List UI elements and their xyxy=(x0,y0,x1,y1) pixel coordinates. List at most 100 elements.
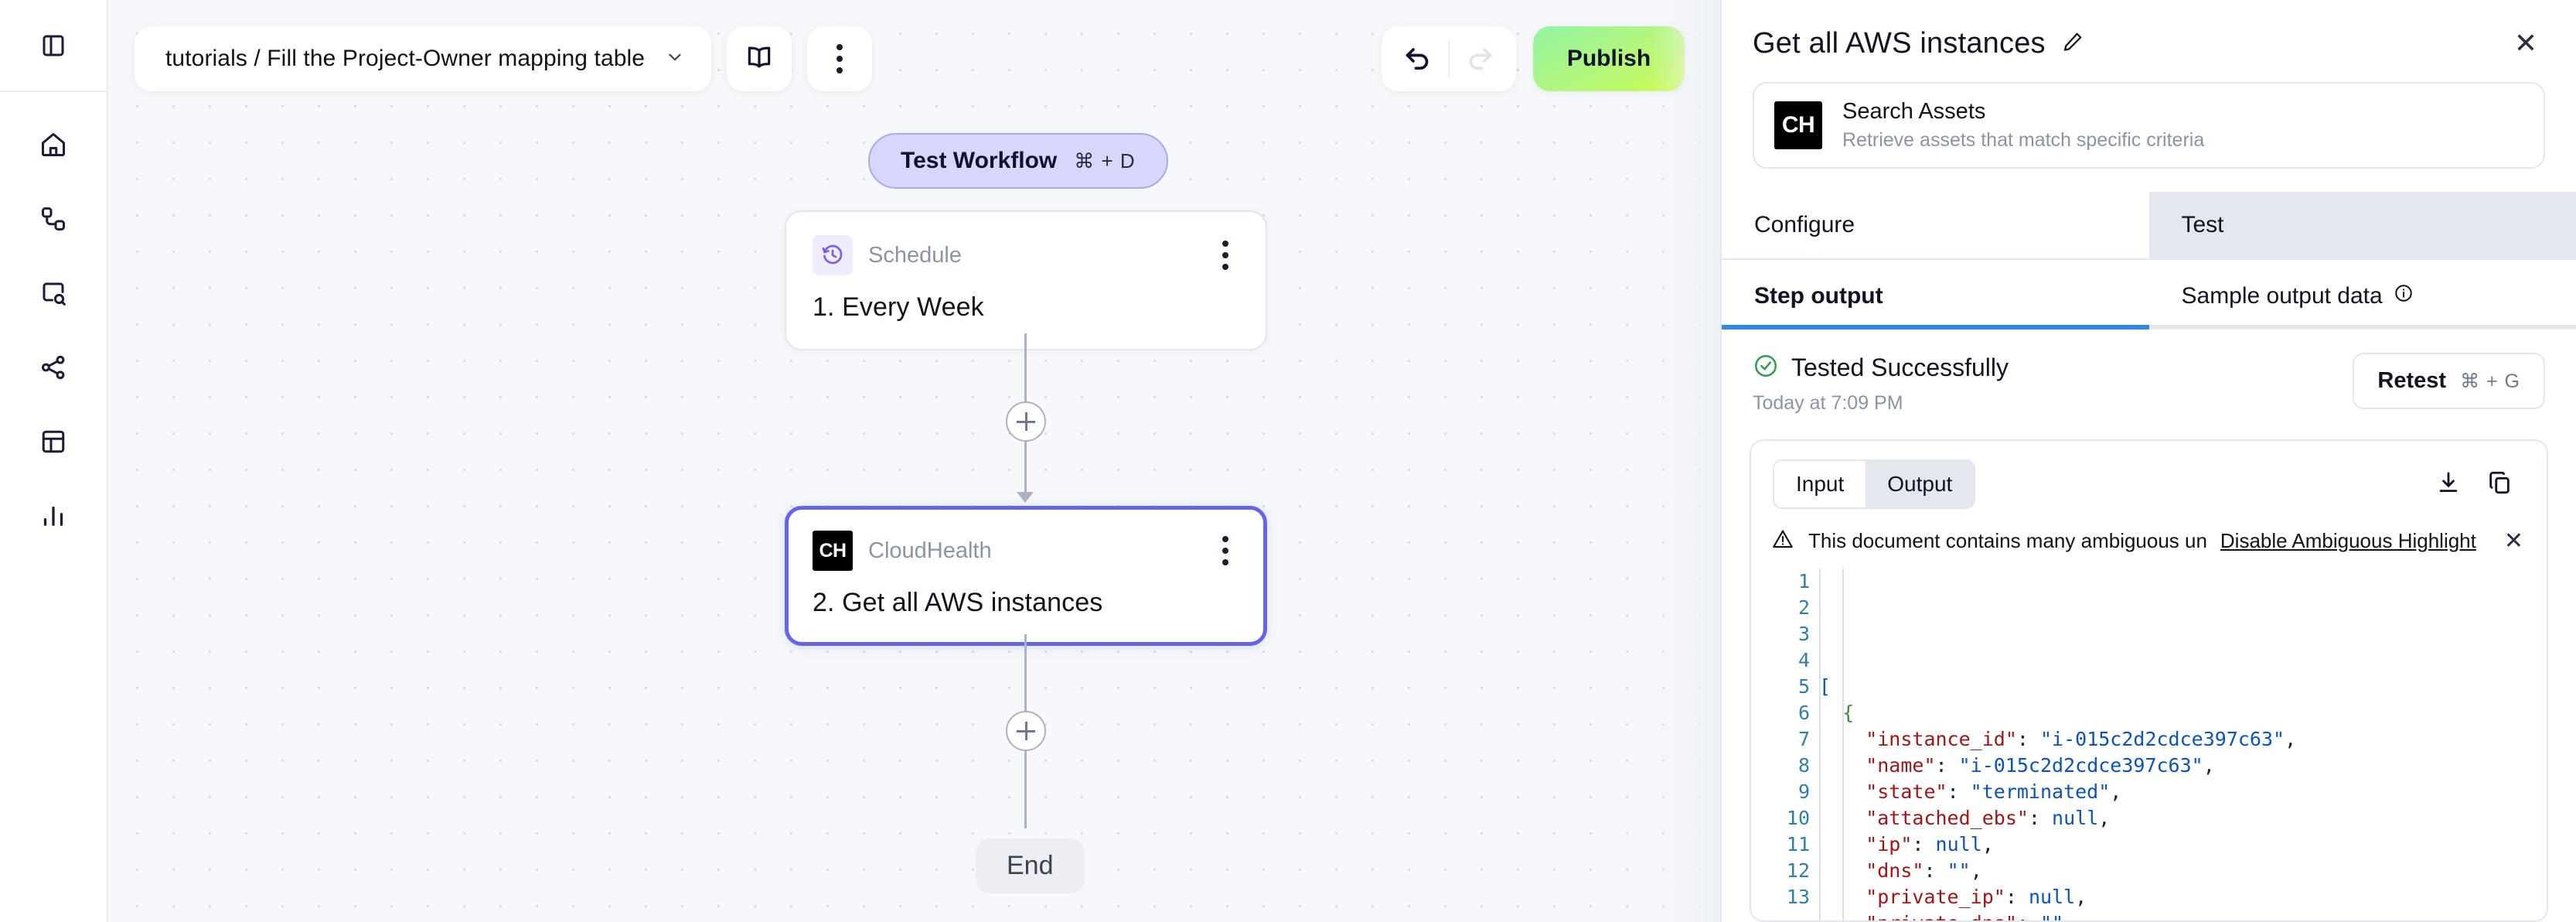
test-status-row: Tested Successfully Today at 7:09 PM Ret… xyxy=(1722,330,2576,415)
sidebar-toggle-button[interactable] xyxy=(24,22,83,69)
toggle-input[interactable]: Input xyxy=(1774,461,1866,507)
close-icon[interactable]: ✕ xyxy=(2513,27,2537,59)
redo-button[interactable] xyxy=(1450,26,1511,91)
publish-button[interactable]: Publish xyxy=(1533,26,1685,91)
line-number: 11 xyxy=(1786,833,1810,855)
download-icon[interactable] xyxy=(2423,465,2474,504)
node-kind-label: CloudHealth xyxy=(868,538,992,563)
end-node: End xyxy=(976,838,1085,893)
input-output-toggle: Input Output xyxy=(1773,459,1976,509)
indent-guide xyxy=(1842,569,1845,920)
table-icon xyxy=(39,428,67,456)
panel-icon xyxy=(39,32,67,60)
workflow-canvas[interactable]: tutorials / Fill the Project-Owner mappi… xyxy=(108,0,1720,922)
sidebar-item-home[interactable] xyxy=(24,121,83,168)
sidebar-item-tables[interactable] xyxy=(24,418,83,465)
node-kind-label: Schedule xyxy=(868,242,962,268)
line-number: 2 xyxy=(1797,596,1810,619)
line-number: 4 xyxy=(1797,649,1810,671)
page-title: Get all AWS instances xyxy=(1753,26,2046,60)
panel-header: Get all AWS instances ✕ xyxy=(1722,0,2576,79)
close-icon[interactable]: ✕ xyxy=(2503,528,2523,554)
pencil-icon[interactable] xyxy=(2061,30,2084,57)
rail-items xyxy=(24,92,83,539)
left-rail xyxy=(0,0,108,922)
retest-label: Retest xyxy=(2377,368,2447,393)
breadcrumb-selector[interactable]: tutorials / Fill the Project-Owner mappi… xyxy=(135,26,712,91)
ambiguous-unicode-warning: This document contains many ambiguous un… xyxy=(1751,523,2547,565)
docs-button[interactable] xyxy=(727,26,792,91)
warning-text: This document contains many ambiguous un… xyxy=(1808,529,2206,552)
step-details-panel: Get all AWS instances ✕ CH Search Assets… xyxy=(1720,0,2576,922)
subtab-step-output[interactable]: Step output xyxy=(1722,260,2149,325)
cloudhealth-logo: CH xyxy=(813,531,853,571)
test-workflow-label: Test Workflow xyxy=(901,148,1058,173)
share-icon xyxy=(39,353,67,381)
json-code-content[interactable]: [{"instance_id": "i-015c2d2cdce397c63","… xyxy=(1819,565,2547,920)
line-number: 1 xyxy=(1797,570,1810,592)
code-line: "name": "i-015c2d2cdce397c63", xyxy=(1866,754,2215,777)
test-workflow-button[interactable]: Test Workflow ⌘ + D xyxy=(868,133,1168,189)
status-badge: Tested Successfully xyxy=(1791,353,2009,381)
line-number: 13 xyxy=(1786,886,1810,908)
undo-icon xyxy=(1402,42,1433,77)
tab-test[interactable]: Test xyxy=(2148,192,2576,258)
panel-subtabs: Step output Sample output data xyxy=(1722,260,2576,325)
tab-configure[interactable]: Configure xyxy=(1722,192,2149,258)
more-options-button[interactable] xyxy=(807,26,873,91)
add-step-button[interactable] xyxy=(1006,401,1046,442)
code-line: "private_dns": "", xyxy=(1819,910,2547,920)
node-kebab-menu-icon[interactable] xyxy=(1211,531,1239,570)
code-line: "ip": null, xyxy=(1866,833,1994,855)
sidebar-item-workflows[interactable] xyxy=(24,196,83,242)
sidebar-item-connections[interactable] xyxy=(24,344,83,391)
panel-tabs: Configure Test xyxy=(1722,192,2576,260)
code-line: { xyxy=(1842,702,1855,724)
connector-line xyxy=(1024,750,1027,828)
asset-description: Retrieve assets that match specific crit… xyxy=(1842,129,2205,151)
kebab-menu-icon xyxy=(826,39,854,78)
line-number: 5 xyxy=(1797,675,1810,698)
retest-shortcut: ⌘ + G xyxy=(2460,370,2520,392)
warning-triangle-icon xyxy=(1771,528,1794,555)
node-kebab-menu-icon[interactable] xyxy=(1211,236,1239,275)
disable-ambiguous-highlight-link[interactable]: Disable Ambiguous Highlight xyxy=(2220,529,2476,552)
asset-card[interactable]: CH Search Assets Retrieve assets that ma… xyxy=(1753,82,2545,169)
indent-guide xyxy=(1819,569,1821,920)
node-header-left: Schedule xyxy=(813,235,962,275)
subtab-sample-output-data[interactable]: Sample output data xyxy=(2149,260,2576,325)
add-step-button[interactable] xyxy=(1006,711,1046,751)
info-icon[interactable] xyxy=(2394,283,2414,309)
line-number: 8 xyxy=(1797,754,1810,777)
canvas-toolbar-left: tutorials / Fill the Project-Owner mappi… xyxy=(135,26,873,91)
node-header: Schedule xyxy=(813,235,1239,275)
redo-icon xyxy=(1465,42,1496,77)
node-header-left: CH CloudHealth xyxy=(813,531,992,571)
workflow-node-cloudhealth[interactable]: CH CloudHealth 2. Get all AWS instances xyxy=(785,506,1267,646)
subtab-step-output-label: Step output xyxy=(1754,283,1883,309)
node-header: CH CloudHealth xyxy=(813,531,1239,571)
test-timestamp: Today at 7:09 PM xyxy=(1753,392,1903,414)
subtab-sample-output-label: Sample output data xyxy=(2181,283,2383,309)
home-icon xyxy=(39,131,67,159)
code-line: "dns": "", xyxy=(1866,859,1982,882)
copy-icon[interactable] xyxy=(2474,465,2525,504)
node-title: 1. Every Week xyxy=(813,292,984,322)
connector-line xyxy=(1024,634,1027,719)
connector-line xyxy=(1024,333,1027,418)
line-number: 7 xyxy=(1797,728,1810,750)
sidebar-item-search[interactable] xyxy=(24,270,83,316)
retest-button[interactable]: Retest ⌘ + G xyxy=(2353,353,2545,409)
undo-button[interactable] xyxy=(1386,26,1448,91)
toggle-output[interactable]: Output xyxy=(1866,461,1975,507)
bar-chart-icon xyxy=(39,502,67,530)
subtab-underline xyxy=(1722,325,2576,330)
workflow-node-schedule[interactable]: Schedule 1. Every Week xyxy=(785,210,1267,350)
code-line: "attached_ebs": null, xyxy=(1866,807,2111,829)
check-circle-icon xyxy=(1753,353,1779,383)
sidebar-item-analytics[interactable] xyxy=(24,493,83,539)
rail-divider xyxy=(0,90,107,92)
